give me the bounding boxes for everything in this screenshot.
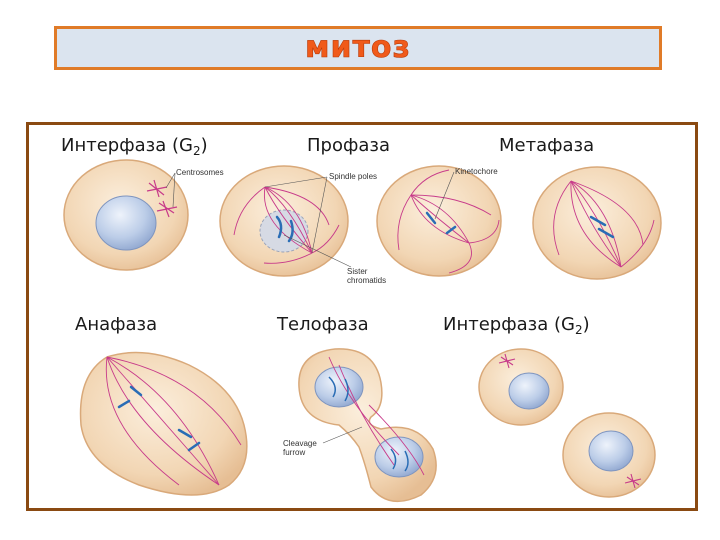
- annotation-cleavage-furrow-1: Cleavage: [283, 439, 317, 448]
- cell-prometaphase: [377, 166, 501, 276]
- cell-prophase: [220, 166, 348, 276]
- annotation-cleavage-furrow-2: furrow: [283, 448, 305, 457]
- label-interphase-g2-top: Интерфаза (G2): [61, 135, 208, 158]
- page-title: митоз: [305, 33, 411, 63]
- cell-telophase: [299, 349, 436, 502]
- mitosis-figure-frame: Интерфаза (G2) Профаза Метафаза Анафаза …: [26, 122, 698, 511]
- cell-anaphase: [81, 353, 247, 496]
- label-anaphase: Анафаза: [75, 314, 157, 335]
- cell-interphase-daughter-1: [479, 349, 563, 425]
- annotation-kinetochore: Kinetochore: [455, 167, 498, 176]
- label-interphase-g2-bottom: Интерфаза (G2): [443, 314, 590, 337]
- label-telophase: Телофаза: [276, 314, 369, 335]
- label-metaphase: Метафаза: [499, 135, 594, 156]
- annotation-sister-chromatids-2: chromatids: [347, 276, 386, 285]
- cell-metaphase: [533, 167, 661, 279]
- annotation-sister-chromatids-1: Sister: [347, 267, 368, 276]
- cell-interphase-top: [64, 160, 188, 270]
- annotation-spindle-poles: Spindle poles: [329, 172, 377, 181]
- cell-interphase-daughter-2: [563, 413, 655, 497]
- annotation-centrosomes: Centrosomes: [176, 168, 224, 177]
- mitosis-diagram: Интерфаза (G2) Профаза Метафаза Анафаза …: [29, 125, 695, 508]
- title-banner: митоз: [54, 26, 662, 70]
- label-prophase: Профаза: [307, 135, 390, 156]
